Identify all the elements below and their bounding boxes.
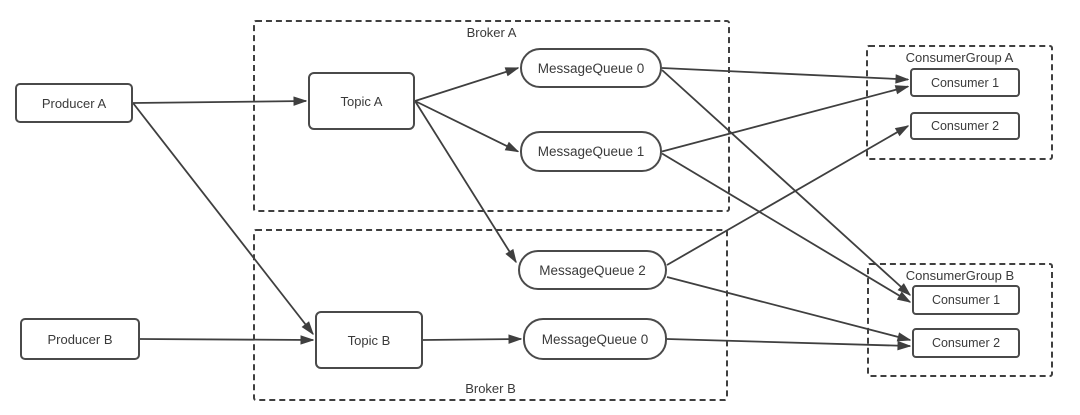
messagequeue-0-broker-b-node: MessageQueue 0 <box>523 318 667 360</box>
consumer-1-group-b-label: Consumer 1 <box>931 293 1001 307</box>
topic-b-node-label: Topic B <box>347 332 391 348</box>
consumer-group-b-group: ConsumerGroup B <box>867 263 1053 377</box>
messagequeue-0-broker-a-label: MessageQueue 0 <box>537 60 645 76</box>
messagequeue-1-broker-a-label: MessageQueue 1 <box>537 144 645 159</box>
consumer-group-b-label: ConsumerGroup B <box>905 268 1015 283</box>
messagequeue-2-broker-b-label: MessageQueue 2 <box>539 262 646 278</box>
consumer-2-group-a-label: Consumer 2 <box>930 119 1000 133</box>
consumer-1-group-b-node: Consumer 1 <box>912 285 1020 315</box>
producer-a-node-label: Producer A <box>41 95 107 111</box>
consumer-1-group-a-label: Consumer 1 <box>930 75 1000 90</box>
producer-b-node: Producer B <box>20 318 140 360</box>
consumer-2-group-b-label: Consumer 2 <box>931 336 1001 350</box>
broker-a-label: Broker A <box>466 25 517 40</box>
consumer-2-group-a-node: Consumer 2 <box>910 112 1020 140</box>
consumer-group-a-label: ConsumerGroup A <box>905 50 1014 65</box>
topic-b-node: Topic B <box>315 311 423 369</box>
messagequeue-1-broker-a-node: MessageQueue 1 <box>520 131 662 172</box>
producer-b-node-label: Producer B <box>47 331 113 347</box>
consumer-1-group-a-node: Consumer 1 <box>910 68 1020 97</box>
messagequeue-0-broker-b-label: MessageQueue 0 <box>541 331 649 347</box>
messagequeue-2-broker-b-node: MessageQueue 2 <box>518 250 667 290</box>
broker-b-label: Broker B <box>465 381 516 396</box>
topic-a-node-label: Topic A <box>340 93 383 109</box>
producer-a-node: Producer A <box>15 83 133 123</box>
consumer-group-a-group: ConsumerGroup A <box>866 45 1053 160</box>
messagequeue-0-broker-a-node: MessageQueue 0 <box>520 48 662 88</box>
consumer-2-group-b-node: Consumer 2 <box>912 328 1020 358</box>
topic-a-node: Topic A <box>308 72 415 130</box>
